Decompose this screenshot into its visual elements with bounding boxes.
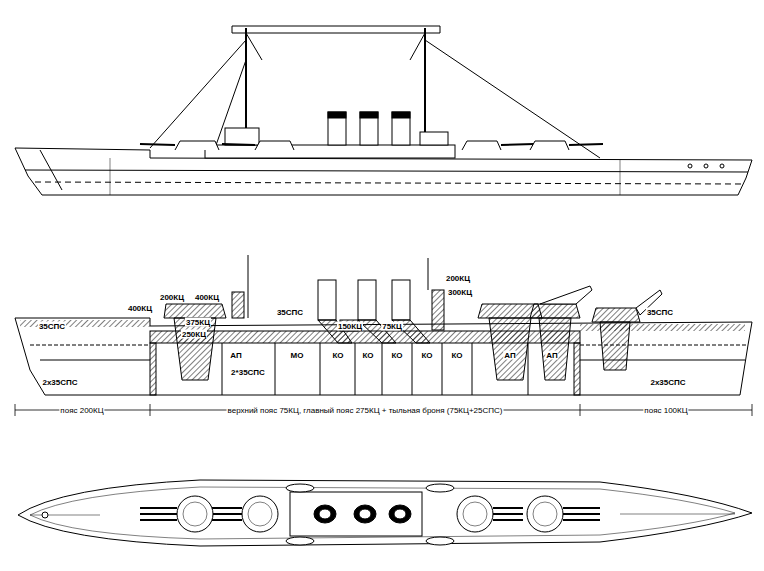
belt-label: верхний пояс 75КЦ, главный пояс 275КЦ + … [227,406,504,415]
compartment-label: АП [229,351,242,360]
armor-thickness: 400КЦ [194,293,220,302]
armor-thickness: 2x35СПС [649,378,686,387]
armor-thickness: 75КЦ [381,322,403,331]
armor-thickness: 35СПС [276,308,304,317]
armor-thickness: 375КЦ [185,318,211,327]
compartment-label: КО [450,351,463,360]
armor-thickness: 2*35СПС [230,368,266,377]
armor-thickness: 300КЦ [447,288,473,297]
belt-bracket [15,404,752,416]
plan-view [18,480,752,546]
armor-profile [15,255,752,395]
compartment-label: КО [390,351,403,360]
compartment-label: КО [361,351,374,360]
armor-thickness: 2x35СПС [41,378,78,387]
armor-thickness: 200КЦ [159,293,185,302]
armor-thickness: 35СПС [646,308,674,317]
compartment-label: КО [331,351,344,360]
belt-label: пояс 100КЦ [643,406,688,415]
compartment-label: КО [420,351,433,360]
armor-thickness: 200КЦ [445,274,471,283]
armor-thickness: 35СПС [38,322,66,331]
belt-label: пояс 200КЦ [59,406,104,415]
armor-thickness: 250КЦ [181,330,207,339]
compartment-label: МО [290,351,305,360]
compartment-label: АП [545,351,558,360]
armor-thickness: 150КЦ [337,322,363,331]
compartment-label: АП [503,351,516,360]
side-view [15,26,752,195]
armor-thickness: 400КЦ [127,304,153,313]
